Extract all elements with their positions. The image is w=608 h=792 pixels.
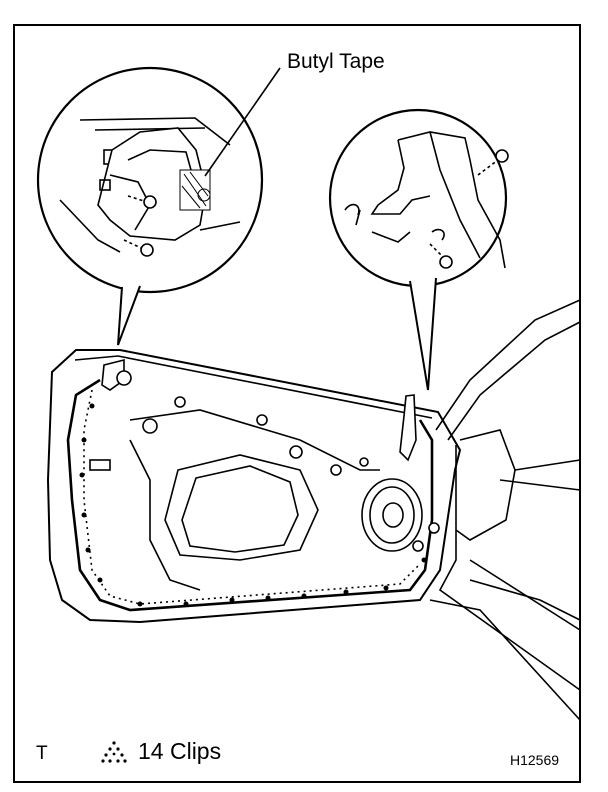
car-body bbox=[429, 299, 581, 721]
clip-marker bbox=[81, 512, 87, 518]
clip-legend: 14 Clips bbox=[100, 738, 221, 765]
clip-marker bbox=[97, 577, 103, 583]
speaker bbox=[361, 478, 423, 552]
right-detail-circle bbox=[328, 108, 509, 288]
clip-triangle-icon bbox=[101, 740, 127, 763]
clip-markers bbox=[79, 403, 427, 607]
clip-marker bbox=[137, 601, 143, 607]
clip-marker bbox=[301, 593, 307, 599]
butyl-tape-label: Butyl Tape bbox=[287, 50, 385, 73]
figure-frame bbox=[13, 24, 581, 783]
clip-marker bbox=[383, 585, 389, 591]
clip-marker bbox=[85, 547, 91, 553]
clip-count-label: 14 Clips bbox=[138, 738, 222, 764]
detail-pointers bbox=[117, 277, 437, 391]
butyl-tape-area bbox=[179, 169, 211, 211]
callout-leader bbox=[204, 67, 281, 177]
figure-id: H12569 bbox=[510, 752, 560, 768]
clip-marker bbox=[343, 589, 349, 595]
clip-marker bbox=[265, 595, 271, 601]
clip-marker bbox=[79, 472, 85, 478]
left-detail-circle bbox=[36, 66, 264, 294]
clip-marker bbox=[81, 437, 87, 443]
clip-marker bbox=[421, 557, 427, 563]
clip-marker bbox=[183, 601, 189, 607]
door-panel bbox=[46, 349, 462, 624]
legend-prefix: T bbox=[36, 743, 48, 764]
clip-marker bbox=[229, 597, 235, 603]
clip-marker bbox=[89, 403, 95, 409]
